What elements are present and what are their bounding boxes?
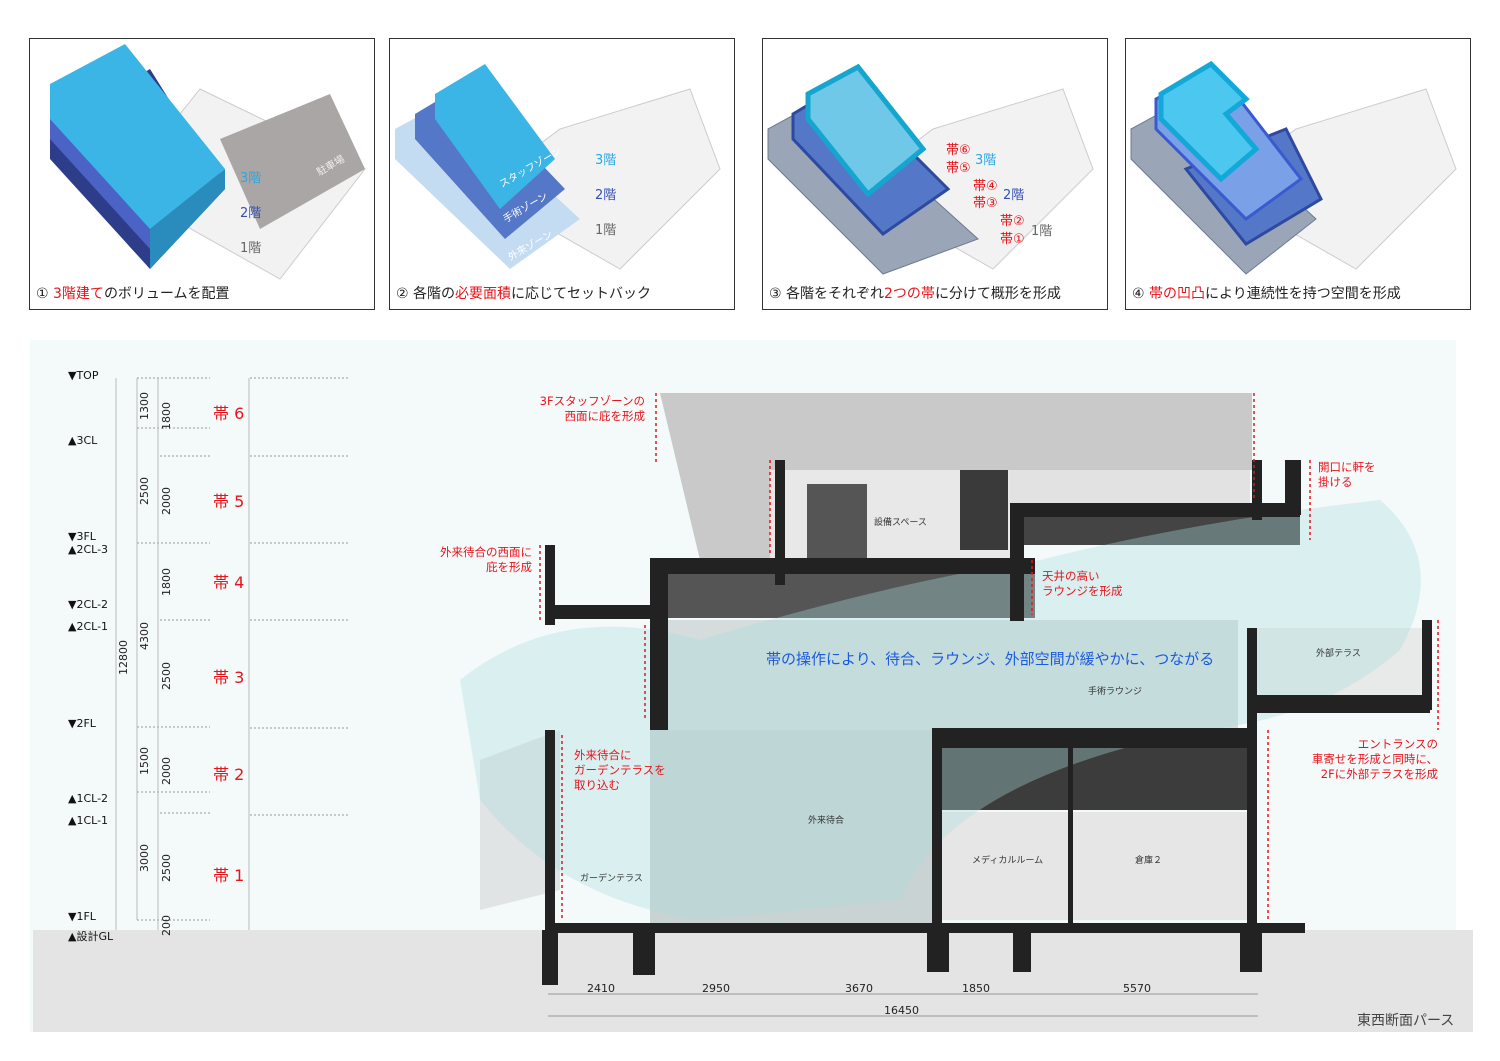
- level-2cl-3: ▲2CL-3: [68, 543, 109, 556]
- dim-col3: 2000: [160, 487, 173, 515]
- span-dim: 3670: [845, 982, 873, 995]
- main-concept-text: 帯の操作により、待合、ラウンジ、外部空間が緩やかに、つながる: [766, 650, 1215, 668]
- dim-col3: 200: [160, 915, 173, 936]
- level-2cl-1: ▲2CL-1: [68, 620, 109, 633]
- band-4: 帯 4: [213, 573, 245, 592]
- band-2-label: 帯②: [1000, 214, 1025, 229]
- band-4-label: 帯④: [973, 179, 998, 194]
- room-outpatient-waiting: 外来待合: [808, 816, 845, 826]
- note-garden-terrace: 外来待合にガーデンテラスを取り込む: [574, 748, 666, 792]
- step-panel-2: 3階 2階 1階 スタッフゾーン 手術ゾーン 外来ゾーン ② 各階の必要面積に応…: [389, 38, 735, 310]
- band-diagram-3: [767, 63, 1094, 275]
- step-caption-1: ① 3階建てのボリュームを配置: [36, 286, 230, 302]
- ground: [33, 930, 1473, 1032]
- level-1fl: ▼1FL: [68, 910, 96, 923]
- label-2f: 2階: [240, 206, 262, 221]
- band-3: 帯 3: [213, 668, 245, 687]
- room-surgery-lounge: 手術ラウンジ: [1088, 687, 1143, 697]
- drawing-title: 東西断面パース: [1357, 1013, 1455, 1029]
- dim-col2: 2500: [138, 477, 151, 505]
- total-span-dim: 16450: [884, 1004, 919, 1017]
- label-2f: 2階: [595, 188, 617, 203]
- dim-col3: 2500: [160, 854, 173, 882]
- label-3f: 3階: [240, 171, 262, 186]
- span-dim: 5570: [1123, 982, 1151, 995]
- level-3fl: ▼3FL: [68, 530, 96, 543]
- level-1cl-2: ▲1CL-2: [68, 792, 109, 805]
- dim-col2: 1300: [138, 392, 151, 420]
- level-1cl-1: ▲1CL-1: [68, 814, 109, 827]
- room-storage-2: 倉庫２: [1135, 856, 1163, 866]
- band-1-label: 帯①: [1000, 232, 1025, 247]
- level-gl: ▲設計GL: [68, 930, 114, 943]
- dim-col3: 1800: [160, 568, 173, 596]
- label-1f: 1階: [595, 223, 617, 238]
- level-2cl-2: ▼2CL-2: [68, 598, 109, 611]
- level-2fl: ▼2FL: [68, 717, 96, 730]
- step-panel-3: 帯⑥ 帯⑤ 帯④ 帯③ 帯② 帯① 3階 2階 1階 ③ 各階をそれぞれ2つの帯…: [762, 38, 1108, 310]
- band-3-label: 帯③: [973, 196, 998, 211]
- span-dim: 2410: [587, 982, 615, 995]
- note-3f-eave: 3Fスタッフゾーンの西面に庇を形成: [539, 394, 645, 423]
- note-waiting-eave: 外来待合の西面に庇を形成: [440, 545, 532, 574]
- dim-col2: 3000: [138, 844, 151, 872]
- step-caption-4: ④ 帯の凹凸により連続性を持つ空間を形成: [1132, 286, 1401, 302]
- step-caption-2: ② 各階の必要面積に応じてセットバック: [396, 286, 652, 302]
- room-medical: メディカルルーム: [972, 856, 1044, 866]
- dim-col2: 4300: [138, 622, 151, 650]
- label-1f: 1階: [240, 241, 262, 256]
- dim-col3: 2000: [160, 757, 173, 785]
- room-outdoor-terrace: 外部テラス: [1316, 649, 1361, 659]
- note-lounge: 天井の高いラウンジを形成: [1042, 569, 1123, 598]
- label-3f: 3階: [975, 153, 997, 168]
- volume-diagram-2: [395, 64, 721, 270]
- step-panel-1: 3階 2階 1階 駐車場 ① 3階建てのボリュームを配置: [29, 38, 375, 310]
- dim-col3: 2500: [160, 662, 173, 690]
- span-dim: 2950: [702, 982, 730, 995]
- label-1f: 1階: [1031, 224, 1053, 239]
- room-garden-terrace: ガーデンテラス: [580, 874, 643, 884]
- band-6-label: 帯⑥: [946, 143, 971, 158]
- band-2: 帯 2: [213, 765, 245, 784]
- band-6: 帯 6: [213, 404, 245, 423]
- dim-col3: 1800: [160, 402, 173, 430]
- band-1: 帯 1: [213, 866, 245, 885]
- note-entrance: エントランスの車寄せを形成と同時に、2Fに外部テラスを形成: [1311, 737, 1438, 781]
- room-equipment: 設備スペース: [874, 518, 927, 528]
- level-top: ▼TOP: [68, 369, 99, 382]
- band-5: 帯 5: [213, 492, 245, 511]
- step-caption-3: ③ 各階をそれぞれ2つの帯に分けて概形を形成: [769, 286, 1061, 302]
- label-2f: 2階: [1003, 188, 1025, 203]
- dim-col2: 1500: [138, 747, 151, 775]
- band-5-label: 帯⑤: [946, 161, 971, 176]
- note-opening-eave: 開口に軒を掛ける: [1318, 460, 1376, 489]
- step-panel-4: ④ 帯の凹凸により連続性を持つ空間を形成: [1125, 38, 1471, 310]
- band-diagram-4: [1130, 60, 1457, 275]
- volume-diagram-1: [50, 44, 366, 280]
- span-dim: 1850: [962, 982, 990, 995]
- label-3f: 3階: [595, 153, 617, 168]
- level-3cl: ▲3CL: [68, 434, 98, 447]
- dim-total: 12800: [117, 640, 130, 675]
